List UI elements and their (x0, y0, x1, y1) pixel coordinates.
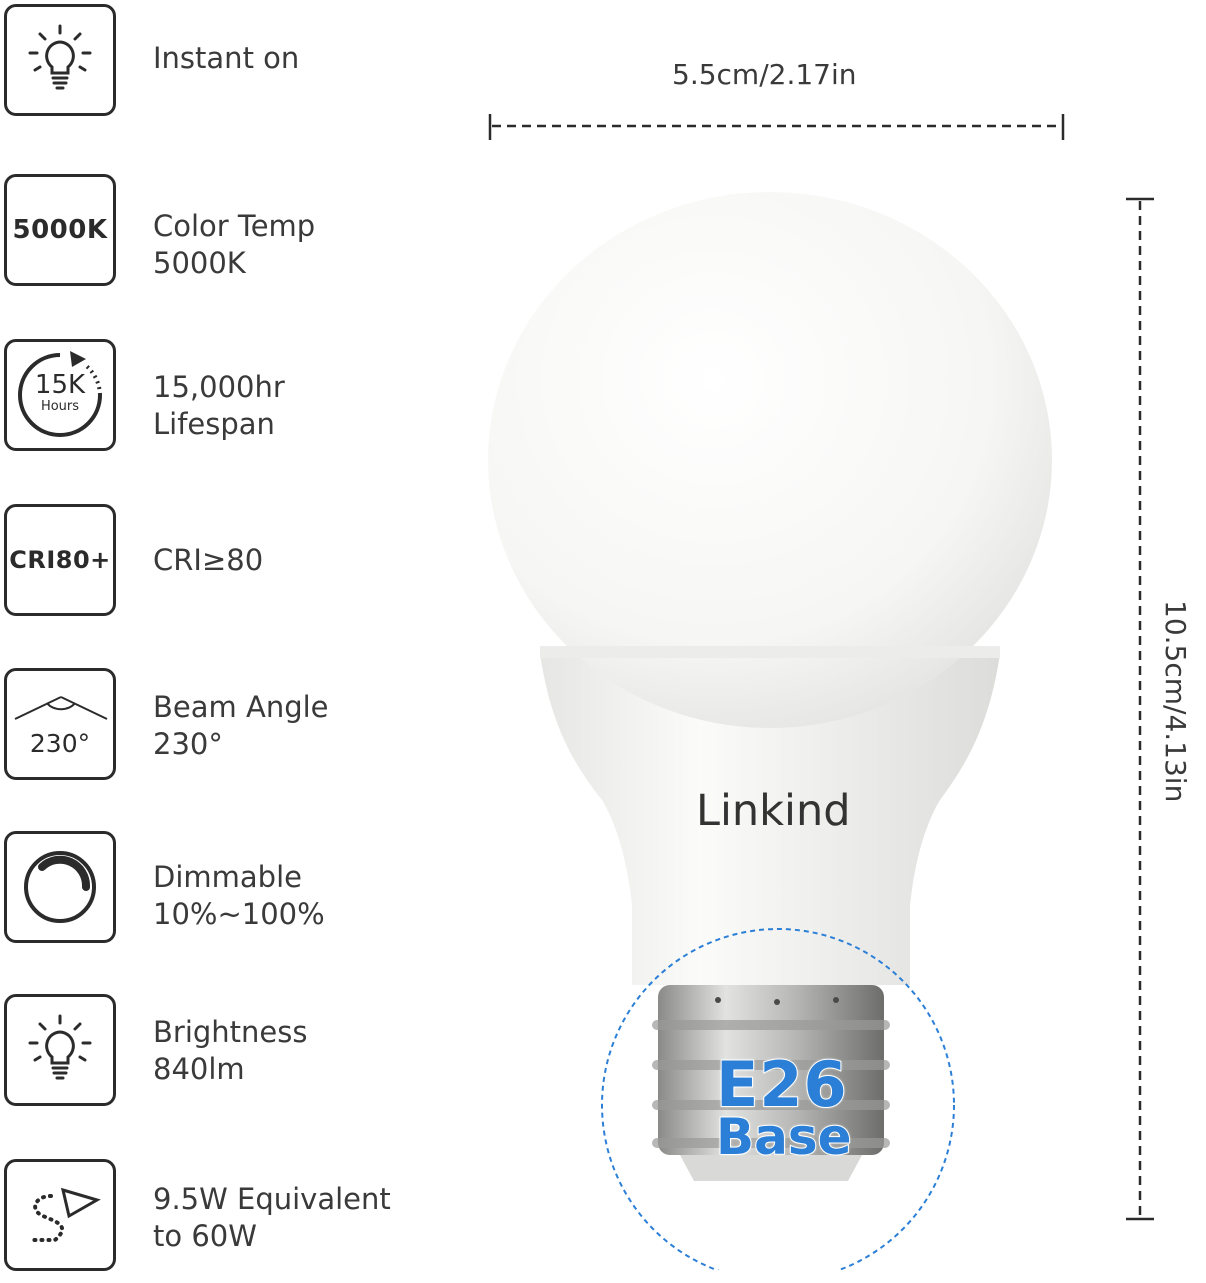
lightbulb-icon (4, 994, 116, 1106)
feature-text: 9.5W Equivalent to 60W (153, 1181, 391, 1255)
feature-text: Brightness 840lm (153, 1014, 307, 1088)
feature-value: 840lm (153, 1052, 245, 1086)
feature-value: 230° (153, 727, 223, 761)
height-dimension-line (1126, 197, 1154, 1221)
height-label: 10.5cm/4.13in (1159, 600, 1192, 803)
e26-base-icon (652, 985, 890, 1181)
feature-text: Color Temp 5000K (153, 208, 315, 282)
lifespan-small: Hours (40, 399, 80, 414)
feature-value: to 60W (153, 1219, 257, 1253)
width-label: 5.5cm/2.17in (672, 58, 857, 91)
bulb-illustration (488, 192, 1052, 1270)
beam-angle-text: 230° (29, 729, 91, 758)
width-dimension-line (488, 114, 1065, 140)
feature-cri: CRI80+ CRI≥80 (0, 504, 460, 624)
base-label: Base (715, 1107, 853, 1167)
feature-title: 9.5W Equivalent (153, 1182, 391, 1216)
feature-lifespan: 15K Hours 15,000hr Lifespan (0, 339, 460, 459)
feature-instant-on: Instant on (0, 4, 460, 124)
feature-text: Dimmable 10%~100% (153, 859, 325, 933)
feature-equivalent: 9.5W Equivalent to 60W (0, 1159, 460, 1279)
feature-text: CRI≥80 (153, 542, 263, 579)
lightbulb-icon (4, 4, 116, 116)
feature-title: Dimmable (153, 860, 302, 894)
badge-text: CRI80+ (9, 546, 111, 574)
beam-angle-icon: 230° (4, 668, 116, 780)
badge-text: 5000K (12, 215, 108, 245)
feature-title: Beam Angle (153, 690, 329, 724)
feature-text: Beam Angle 230° (153, 689, 329, 763)
feature-title: Instant on (153, 41, 300, 75)
base-highlight-circle (601, 928, 955, 1270)
feature-text: 15,000hr Lifespan (153, 369, 285, 443)
feature-text: Instant on (153, 40, 299, 77)
feature-dimmable: Dimmable 10%~100% (0, 831, 460, 951)
feature-color-temp: 5000K Color Temp 5000K (0, 174, 460, 294)
feature-brightness: Brightness 840lm (0, 994, 460, 1114)
feature-value: Lifespan (153, 407, 275, 441)
feature-title: 15,000hr (153, 370, 285, 404)
base-type-label: E26 (715, 1047, 848, 1122)
bulb-globe (488, 192, 1052, 728)
feature-title: CRI≥80 (153, 543, 264, 577)
feature-value: 10%~100% (153, 897, 325, 931)
dimmer-icon (4, 831, 116, 943)
cri-badge: CRI80+ (4, 504, 116, 616)
brand-logo: Linkind (696, 786, 851, 836)
energy-saving-icon (4, 1159, 116, 1271)
bulb-neck (540, 654, 1000, 985)
lifespan-big: 15K (34, 370, 86, 400)
lifespan-icon: 15K Hours (4, 339, 116, 451)
color-temp-badge: 5000K (4, 174, 116, 286)
feature-title: Brightness (153, 1015, 308, 1049)
feature-beam-angle: 230° Beam Angle 230° (0, 668, 460, 788)
feature-title: Color Temp (153, 209, 316, 243)
feature-value: 5000K (153, 246, 246, 280)
